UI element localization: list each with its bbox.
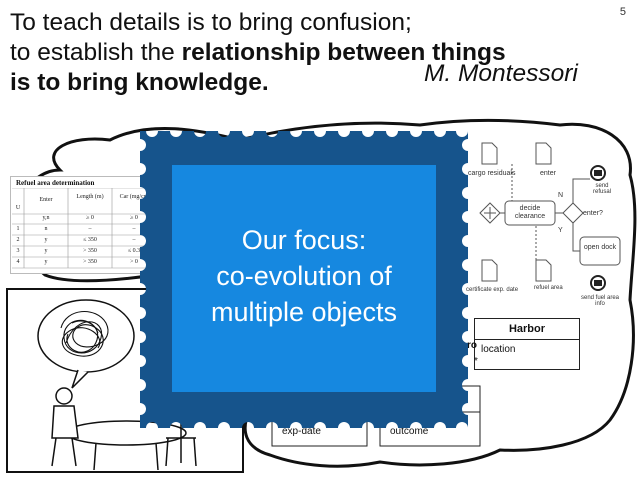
- focus-statement: Our focus: co-evolution of multiple obje…: [172, 222, 436, 330]
- y-label: Y: [558, 227, 563, 234]
- montessori-quote: To teach details is to bring confusion; …: [10, 8, 610, 98]
- table-cell: 4: [16, 259, 20, 265]
- process-diagram: [479, 142, 621, 291]
- table-cell: y: [44, 259, 48, 265]
- page-number: 5: [619, 6, 626, 18]
- certificate-exp-date-label: certificate exp. date: [466, 287, 519, 293]
- open-dock-label: open dock: [583, 244, 617, 251]
- table-cell: > 350: [83, 248, 97, 254]
- data-object-icon: [481, 259, 498, 282]
- table-cell: ≥ 0: [130, 215, 138, 221]
- focus-line-3: multiple objects: [210, 297, 398, 327]
- exp-date-attr: exp-date: [282, 426, 321, 437]
- harbor-class: Harbor location: [474, 318, 580, 370]
- tangled-scribble: [60, 310, 109, 357]
- stamp-inner-panel: [172, 165, 436, 392]
- quote-author: M. Montessori: [424, 60, 578, 87]
- table-cell: ≤ 0.3: [127, 248, 141, 254]
- table-header-enter: Enter: [39, 197, 53, 203]
- decide-clearance-label: decide clearance: [514, 205, 546, 220]
- refuel-area-label: refuel area: [534, 285, 563, 291]
- quote-line-3: is to bring knowledge.: [10, 68, 610, 98]
- table-header-u: U: [15, 205, 21, 211]
- enter-data-label: enter: [540, 170, 556, 177]
- table-cell: ≥ 0: [86, 215, 94, 221]
- harbor-class-title: Harbor: [475, 319, 579, 340]
- quote-line-2: to establish the relationship between th…: [10, 38, 610, 68]
- send-refusal-label: send refusal: [592, 183, 611, 195]
- table-cell: > 350: [83, 259, 97, 265]
- table-cell: 1: [16, 226, 20, 232]
- table-cell: –: [132, 237, 136, 243]
- table-cell: n: [44, 226, 48, 232]
- table-cell: y: [44, 237, 48, 243]
- table-cell: > 0: [130, 259, 138, 265]
- table-legs: [93, 442, 159, 471]
- speech-bubble: [37, 299, 135, 373]
- n-label: N: [558, 192, 564, 199]
- harbor-class-attr: location: [481, 344, 516, 355]
- quote-line-2-prefix: to establish the: [10, 39, 182, 66]
- quote-line-2-bold: relationship between things: [181, 39, 506, 66]
- multiplicity-label: *: [474, 356, 478, 367]
- focus-line-2: co-evolution of: [216, 261, 392, 291]
- data-object-icon: [481, 142, 498, 165]
- table-cell: 3: [16, 248, 20, 254]
- table-grid: [12, 188, 157, 269]
- focus-line-1: Our focus:: [241, 225, 367, 255]
- table-header-length: Length (m): [76, 194, 104, 200]
- send-fuel-area-info-label: send fuel area info: [580, 295, 620, 307]
- decision-table: [10, 176, 157, 274]
- table-cell: –: [88, 226, 92, 232]
- table-cell: –: [132, 226, 136, 232]
- table-cell: 2: [16, 237, 20, 243]
- table-title: Refuel area determination: [16, 179, 95, 187]
- association-label: ro: [467, 340, 477, 351]
- table-cell: ≤ 350: [83, 237, 97, 243]
- person-figure: [51, 387, 79, 467]
- data-object-icon: [535, 259, 552, 282]
- cargo-residuals-label: cargo residuals: [468, 170, 516, 177]
- data-object-icon: [535, 142, 552, 165]
- outcome-attr: outcome: [390, 426, 429, 437]
- table-header-cargo: Car (mg/cm: [119, 194, 149, 200]
- quote-line-3-bold: is to bring knowledge.: [10, 69, 269, 96]
- enter-question-label: enter?: [583, 210, 603, 217]
- quote-line-1: To teach details is to bring confusion;: [10, 9, 412, 36]
- table-cell: y: [44, 248, 48, 254]
- exclusive-gateway: [562, 202, 584, 224]
- table-cell: y,n: [42, 215, 50, 221]
